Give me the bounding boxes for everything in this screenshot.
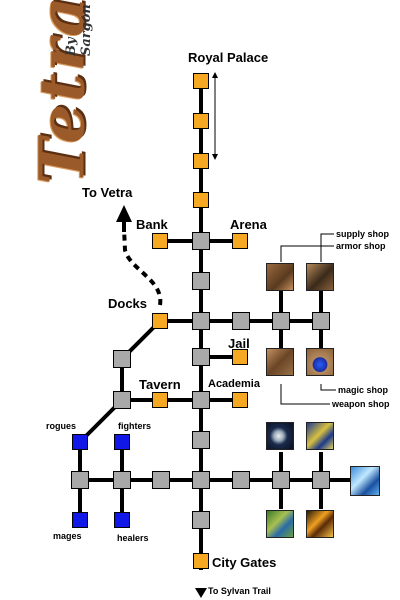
palace-building[interactable] xyxy=(193,73,209,89)
intersection[interactable] xyxy=(192,232,210,250)
intersection[interactable] xyxy=(192,511,210,529)
armor-leader-line xyxy=(280,245,334,262)
mages-guild[interactable] xyxy=(72,512,88,528)
supply-leader-line xyxy=(320,233,334,262)
intersection[interactable] xyxy=(113,350,131,368)
academia-building[interactable] xyxy=(232,392,248,408)
palace-building[interactable] xyxy=(193,192,209,208)
docks-building[interactable] xyxy=(152,313,168,329)
vetra-dashed-path xyxy=(122,227,163,306)
intersection[interactable] xyxy=(272,471,290,489)
fire-icon[interactable] xyxy=(306,510,334,538)
sylvan-arrowhead xyxy=(195,588,207,598)
docks-label: Docks xyxy=(108,296,148,311)
jail-building[interactable] xyxy=(232,349,248,365)
intersection[interactable] xyxy=(192,471,210,489)
tavern-building[interactable] xyxy=(152,392,168,408)
academia-label: Academia xyxy=(208,378,260,390)
arena-label: Arena xyxy=(230,217,267,232)
intersection[interactable] xyxy=(113,471,131,489)
forest-icon[interactable] xyxy=(266,510,294,538)
to-sylvan-trail-label: To Sylvan Trail xyxy=(208,586,271,596)
intersection[interactable] xyxy=(192,348,210,366)
vetra-arrowhead xyxy=(116,205,132,222)
intersection[interactable] xyxy=(192,431,210,449)
bank-building[interactable] xyxy=(152,233,168,249)
armor-shop-icon[interactable] xyxy=(306,263,334,291)
intersection[interactable] xyxy=(71,471,89,489)
weapon-shop-label: weapon shop xyxy=(332,399,390,409)
palace-building[interactable] xyxy=(193,113,209,129)
armor-shop-label: armor shop xyxy=(336,241,386,251)
supply-shop-label: supply shop xyxy=(336,229,390,239)
fighters-label: fighters xyxy=(118,421,152,431)
supply-shop-icon[interactable] xyxy=(266,263,294,291)
intersection[interactable] xyxy=(232,471,250,489)
fighters-guild[interactable] xyxy=(114,434,130,450)
intersection[interactable] xyxy=(113,391,131,409)
city-gates-building[interactable] xyxy=(193,553,209,569)
tavern-label: Tavern xyxy=(139,377,181,392)
rogues-guild[interactable] xyxy=(72,434,88,450)
arena-building[interactable] xyxy=(232,233,248,249)
mages-label: mages xyxy=(53,531,82,541)
healers-guild[interactable] xyxy=(114,512,130,528)
intersection[interactable] xyxy=(272,312,290,330)
intersection[interactable] xyxy=(192,391,210,409)
intersection[interactable] xyxy=(152,471,170,489)
lightning-shop-icon[interactable] xyxy=(306,422,334,450)
water-icon[interactable] xyxy=(350,466,380,496)
intersection[interactable] xyxy=(192,312,210,330)
healers-label: healers xyxy=(117,533,149,543)
jail-label: Jail xyxy=(228,336,250,351)
magic-shop-label: magic shop xyxy=(338,385,389,395)
magic-leader-line xyxy=(320,384,336,391)
palace-building[interactable] xyxy=(193,153,209,169)
weapon-shop-icon[interactable] xyxy=(266,348,294,376)
to-vetra-label: To Vetra xyxy=(82,185,133,200)
weapon-leader-line xyxy=(280,384,330,405)
city-gates-label: City Gates xyxy=(212,555,277,570)
intersection[interactable] xyxy=(312,312,330,330)
intersection[interactable] xyxy=(232,312,250,330)
royal-palace-label: Royal Palace xyxy=(188,50,269,65)
bank-label: Bank xyxy=(136,217,168,232)
intersection[interactable] xyxy=(192,272,210,290)
intersection[interactable] xyxy=(312,471,330,489)
magic-shop-icon[interactable] xyxy=(306,348,334,376)
rogues-label: rogues xyxy=(46,421,77,431)
orb-shop-icon[interactable] xyxy=(266,422,294,450)
